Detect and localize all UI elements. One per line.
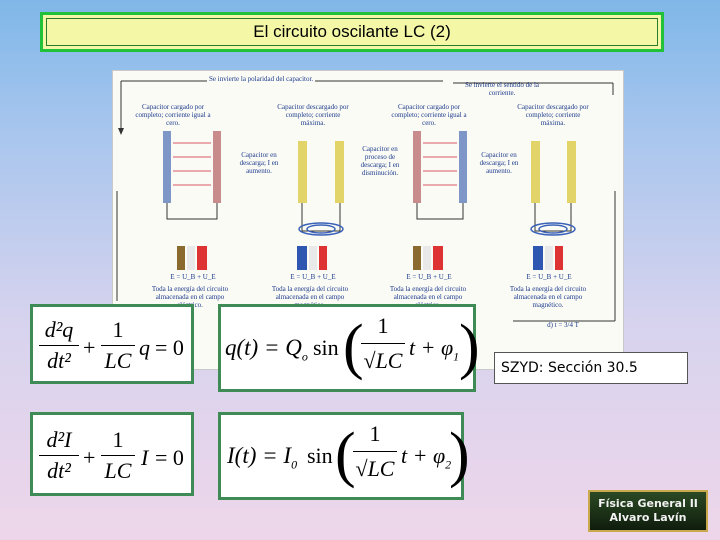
eq3-variable: I (141, 445, 149, 470)
energy-bars-1 (177, 246, 207, 270)
panel-3-title: Capacitor cargado por completo; corrient… (391, 103, 467, 127)
eq1-rhs: = 0 (155, 335, 184, 360)
eq1-fraction-bar (39, 345, 79, 346)
eq1-variable: q (139, 335, 150, 360)
eq4-sqrt-lc: √LC (355, 456, 395, 481)
title-inner-border (46, 18, 658, 46)
eq4-open-paren: ( (335, 421, 356, 489)
eq1-frac-bar (101, 345, 135, 346)
logo-line-1: Física General II (598, 497, 698, 510)
eq2-one: 1 (377, 313, 389, 338)
eq4-frac-bar (353, 451, 397, 452)
energy-bars-3 (413, 246, 443, 270)
course-logo: Física General II Alvaro Lavín (588, 490, 708, 532)
panel-2-circuit (298, 141, 344, 236)
eq3-rhs: = 0 (155, 445, 184, 470)
reference-text: SZYD: Sección 30.5 (501, 360, 638, 376)
eq2-open-paren: ( (343, 313, 364, 381)
eq3-derivative-denominator: dt² (47, 458, 71, 483)
eq3-frac-bar (101, 455, 135, 456)
side-note-1: Capacitor en descarga; I en aumento. (239, 151, 279, 175)
eq4-sin: sin (307, 443, 333, 468)
eq3-derivative-numerator: d²I (46, 427, 72, 452)
reference-box: SZYD: Sección 30.5 (494, 352, 688, 384)
eq2-lhs: q(t) = Q (225, 335, 302, 360)
eq4-tail-sub: 2 (445, 457, 452, 472)
energy-eq-2: E = U_B + U_E (290, 273, 336, 281)
eq3-plus: + (83, 445, 96, 470)
eq3-lc: LC (104, 458, 132, 483)
eq4-one: 1 (369, 421, 381, 446)
energy-bars-2 (297, 246, 327, 270)
panel-1-title: Capacitor cargado por completo; corrient… (135, 103, 211, 127)
eq1-one: 1 (112, 317, 124, 342)
energy-bars-4 (533, 246, 563, 270)
eq3-fraction-bar (39, 455, 79, 456)
eq1-derivative-numerator: d²q (44, 317, 74, 342)
panel-4-title: Capacitor descargado por completo; corri… (517, 103, 589, 127)
logo-line-2: Alvaro Lavín (609, 511, 687, 524)
eq2-frac-bar (361, 343, 405, 344)
panel-4-circuit (530, 141, 576, 236)
side-note-2: Capacitor en proceso de descarga; I en d… (360, 145, 400, 177)
energy-eq-1: E = U_B + U_E (170, 273, 216, 281)
polarity-note: Se invierte la polaridad del capacitor. (207, 75, 316, 83)
eq2-sub: o (301, 349, 308, 364)
title-banner: El circuito oscilante LC (2) (40, 12, 664, 52)
energy-eq-4: E = U_B + U_E (526, 273, 572, 281)
panel-2-title: Capacitor descargado por completo; corri… (277, 103, 349, 127)
eq2-sin: sin (313, 335, 339, 360)
eq2-sqrt-lc: √LC (363, 348, 403, 373)
eq1-derivative-denominator: dt² (47, 348, 71, 373)
current-solution-equation: I(t) = I0 sin ( 1 √LC t + φ2 ) (218, 412, 470, 500)
side-note-3: Capacitor en descarga; I en aumento. (479, 151, 519, 175)
eq3-one: 1 (112, 427, 124, 452)
eq4-sub: 0 (291, 457, 298, 472)
page-title: El circuito oscilante LC (2) (253, 22, 451, 41)
eq2-tail-sub: 1 (453, 349, 460, 364)
charge-differential-equation: d²q dt² + 1 LC q = 0 (30, 304, 194, 384)
diagram-drawing (116, 80, 616, 322)
current-differential-equation: d²I dt² + 1 LC I = 0 (30, 412, 194, 496)
current-direction-note: Se invierte el sentido de la corriente. (464, 81, 540, 97)
eq4-tail: t + φ (401, 443, 446, 468)
panel-3-circuit (413, 131, 467, 220)
panel-1-circuit (163, 131, 221, 220)
eq1-plus: + (83, 335, 96, 360)
energy-eq-3: E = U_B + U_E (406, 273, 452, 281)
energy-note-4: Toda la energía del circuito almacenada … (509, 285, 587, 309)
eq1-lc: LC (104, 348, 132, 373)
eq2-tail: t + φ (409, 335, 454, 360)
eq4-lhs: I(t) = I (227, 443, 292, 468)
charge-solution-equation: q(t) = Qo sin ( 1 √LC t + φ1 ) (218, 304, 480, 392)
time-label: d) t = 3/4 T (547, 321, 579, 329)
eq4-close-paren: ) (449, 421, 470, 489)
eq2-close-paren: ) (459, 313, 480, 381)
